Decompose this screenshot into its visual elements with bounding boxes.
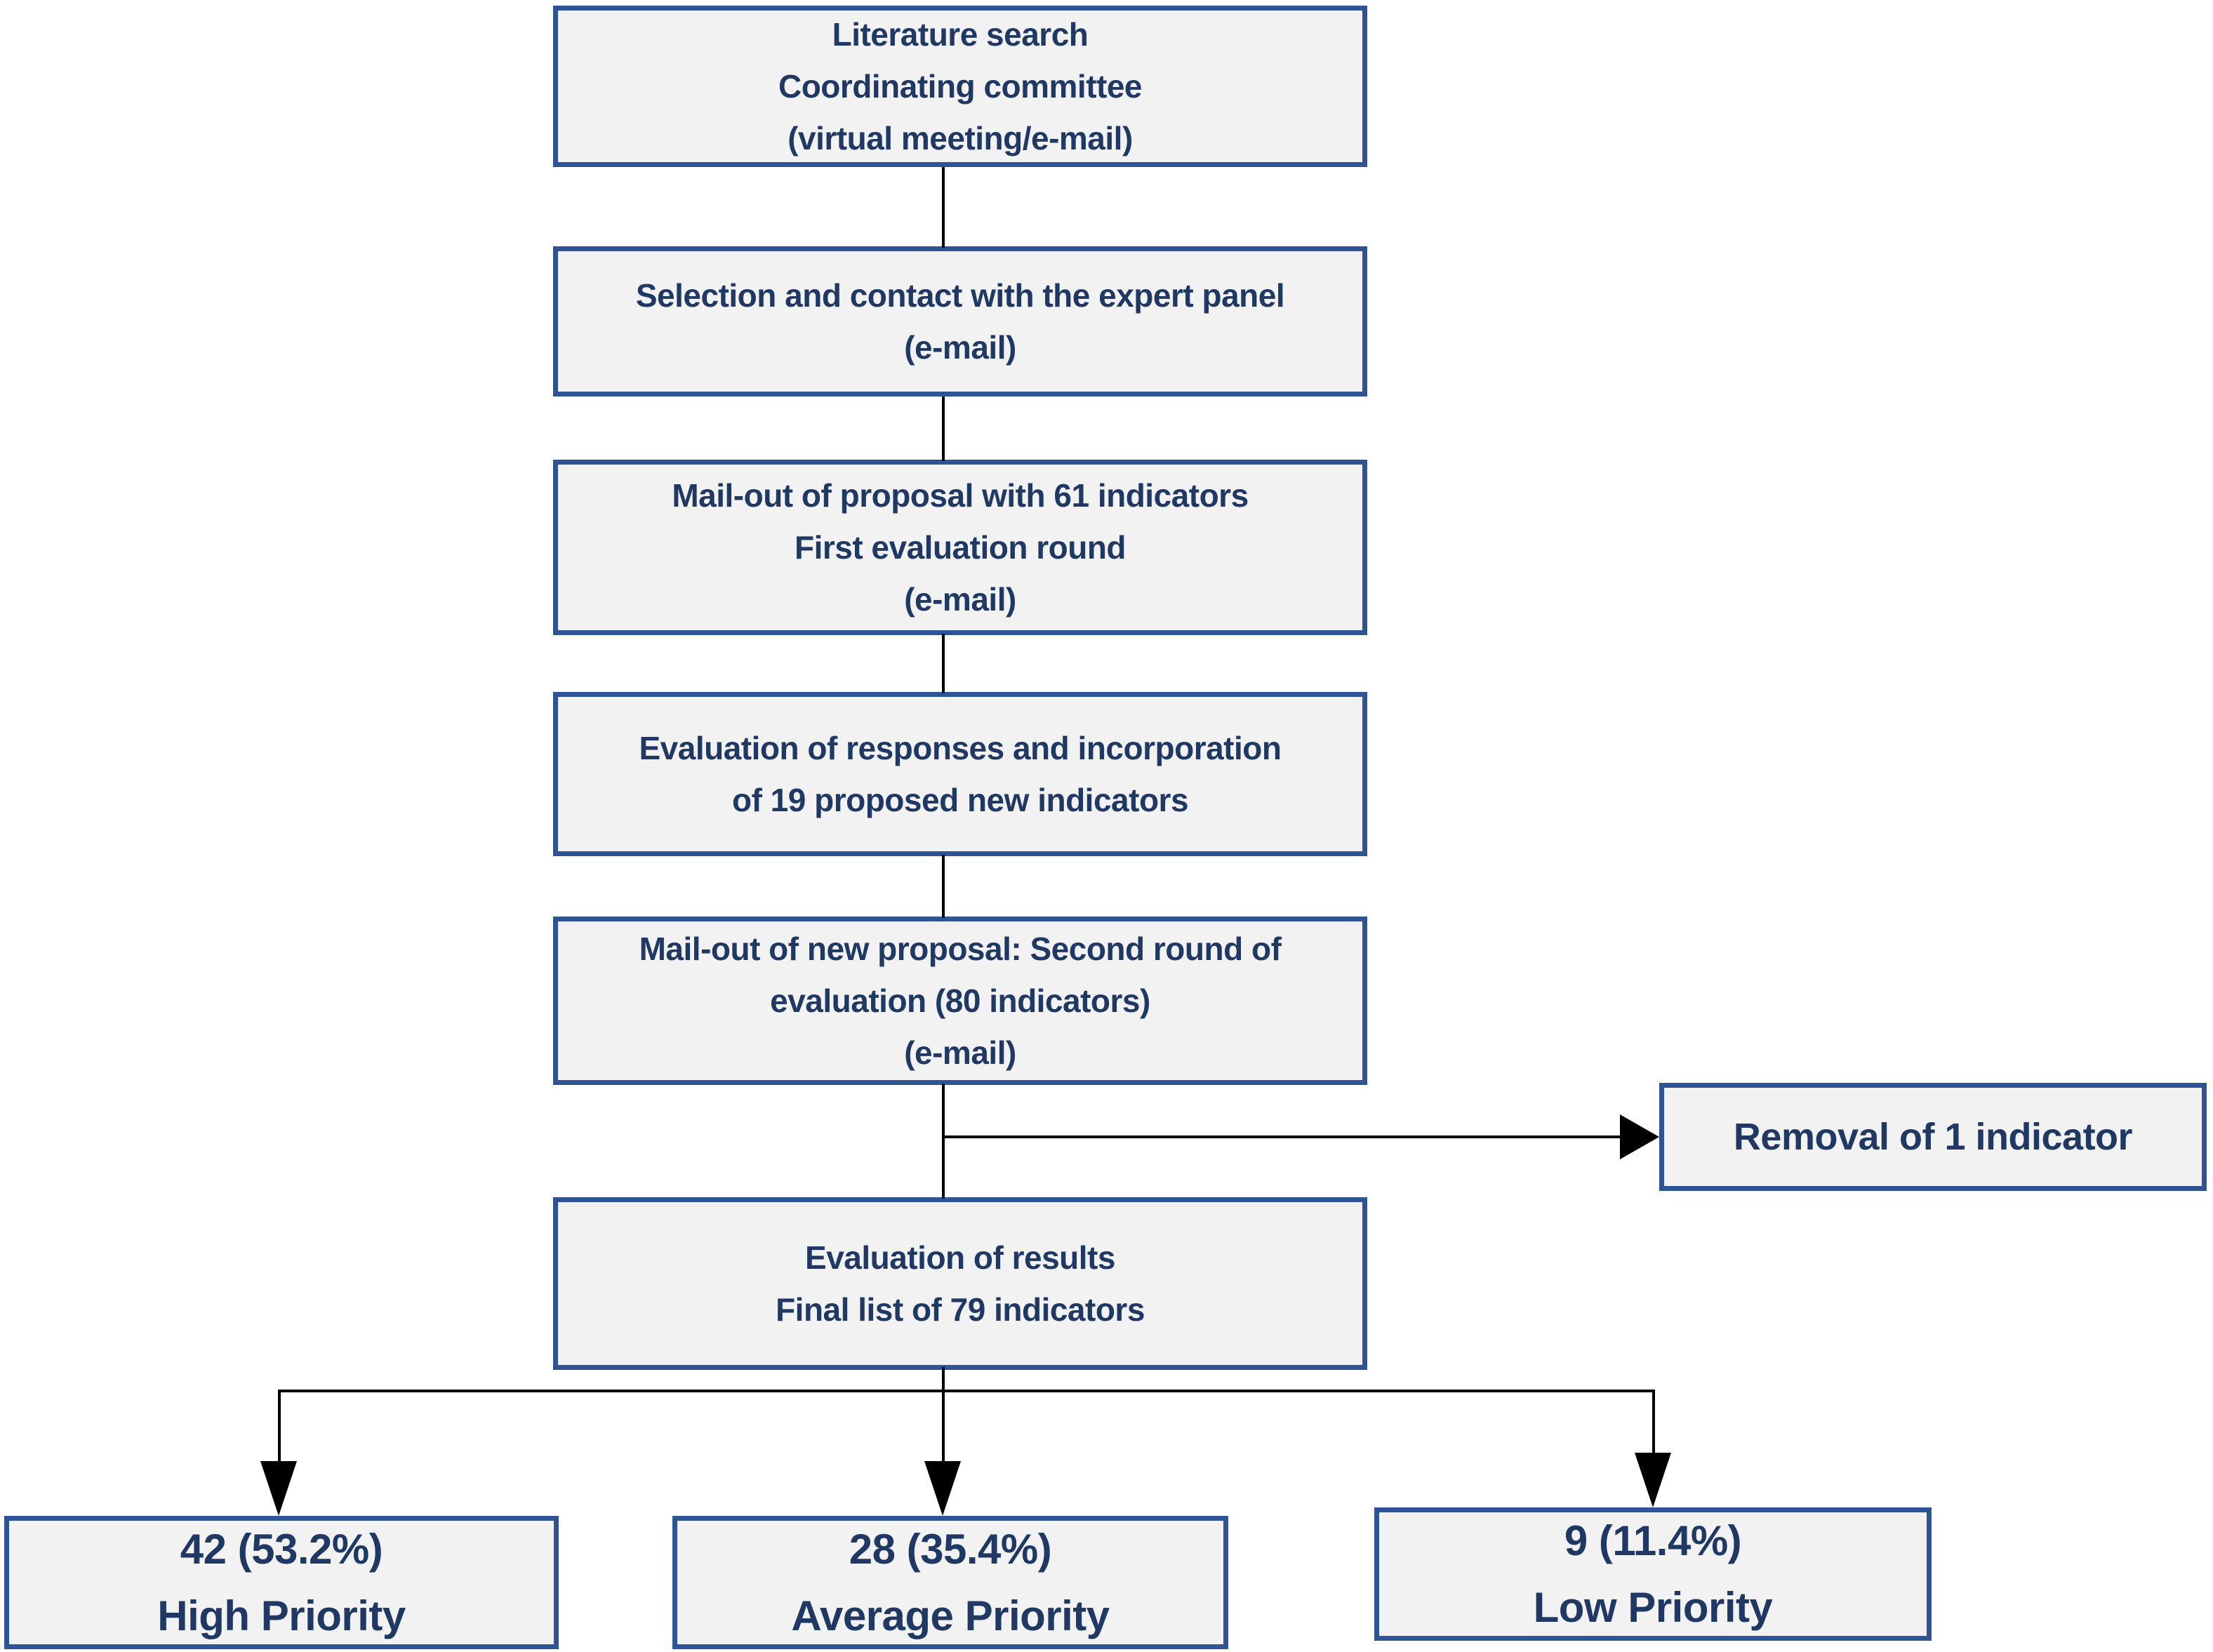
flow-box-removal-of-indicator: Removal of 1 indicator xyxy=(1659,1083,2207,1191)
arrowhead-down-icon xyxy=(924,1461,961,1516)
box-line: (virtual meeting/e-mail) xyxy=(787,120,1133,156)
connector-line xyxy=(942,634,945,693)
box-line: Literature search xyxy=(832,16,1089,53)
outcome-box-average-priority: 28 (35.4%) Average Priority xyxy=(672,1516,1228,1649)
connector-line xyxy=(942,1084,945,1199)
box-line: (e-mail) xyxy=(904,1034,1016,1071)
flow-box-second-evaluation-round: Mail-out of new proposal: Second round o… xyxy=(553,917,1367,1085)
connector-line xyxy=(942,1367,945,1463)
box-line: Selection and contact with the expert pa… xyxy=(635,277,1285,314)
flow-box-final-results: Evaluation of results Final list of 79 i… xyxy=(553,1197,1367,1370)
box-line: Final list of 79 indicators xyxy=(776,1291,1145,1328)
branch-line xyxy=(278,1390,1655,1392)
box-line: High Priority xyxy=(157,1592,406,1639)
box-line: 9 (11.4%) xyxy=(1564,1517,1742,1564)
outcome-box-high-priority: 42 (53.2%) High Priority xyxy=(4,1516,559,1649)
connector-line xyxy=(278,1390,281,1464)
box-line: (e-mail) xyxy=(904,329,1016,366)
connector-line xyxy=(942,855,945,918)
arrowhead-down-icon xyxy=(1635,1453,1671,1507)
box-line: Evaluation of responses and incorporatio… xyxy=(639,730,1282,766)
box-line: Low Priority xyxy=(1533,1584,1773,1631)
box-line: of 19 proposed new indicators xyxy=(731,782,1189,818)
box-line: Evaluation of results xyxy=(805,1239,1115,1276)
box-line: Coordinating committee xyxy=(778,68,1143,105)
connector-line xyxy=(942,397,945,461)
box-line: (e-mail) xyxy=(904,581,1016,618)
box-line: Mail-out of new proposal: Second round o… xyxy=(639,931,1282,967)
outcome-box-low-priority: 9 (11.4%) Low Priority xyxy=(1374,1507,1932,1641)
arrowhead-right-icon xyxy=(1620,1114,1659,1159)
flow-box-incorporation-of-new-indicators: Evaluation of responses and incorporatio… xyxy=(553,692,1367,856)
box-line: 42 (53.2%) xyxy=(180,1526,383,1573)
connector-line-to-removal xyxy=(943,1135,1623,1138)
flow-box-literature-search: Literature search Coordinating committee… xyxy=(553,6,1367,167)
box-line: Mail-out of proposal with 61 indicators xyxy=(672,477,1249,514)
flow-box-expert-panel-contact: Selection and contact with the expert pa… xyxy=(553,246,1367,397)
connector-line xyxy=(1652,1390,1655,1456)
box-line: Average Priority xyxy=(791,1592,1110,1639)
box-line: 28 (35.4%) xyxy=(849,1526,1052,1573)
box-line: evaluation (80 indicators) xyxy=(770,982,1150,1019)
box-line: Removal of 1 indicator xyxy=(1733,1116,2133,1158)
arrowhead-down-icon xyxy=(260,1461,297,1516)
flow-box-first-evaluation-round: Mail-out of proposal with 61 indicators … xyxy=(553,460,1367,635)
connector-line xyxy=(942,167,945,248)
box-line: First evaluation round xyxy=(794,529,1127,566)
